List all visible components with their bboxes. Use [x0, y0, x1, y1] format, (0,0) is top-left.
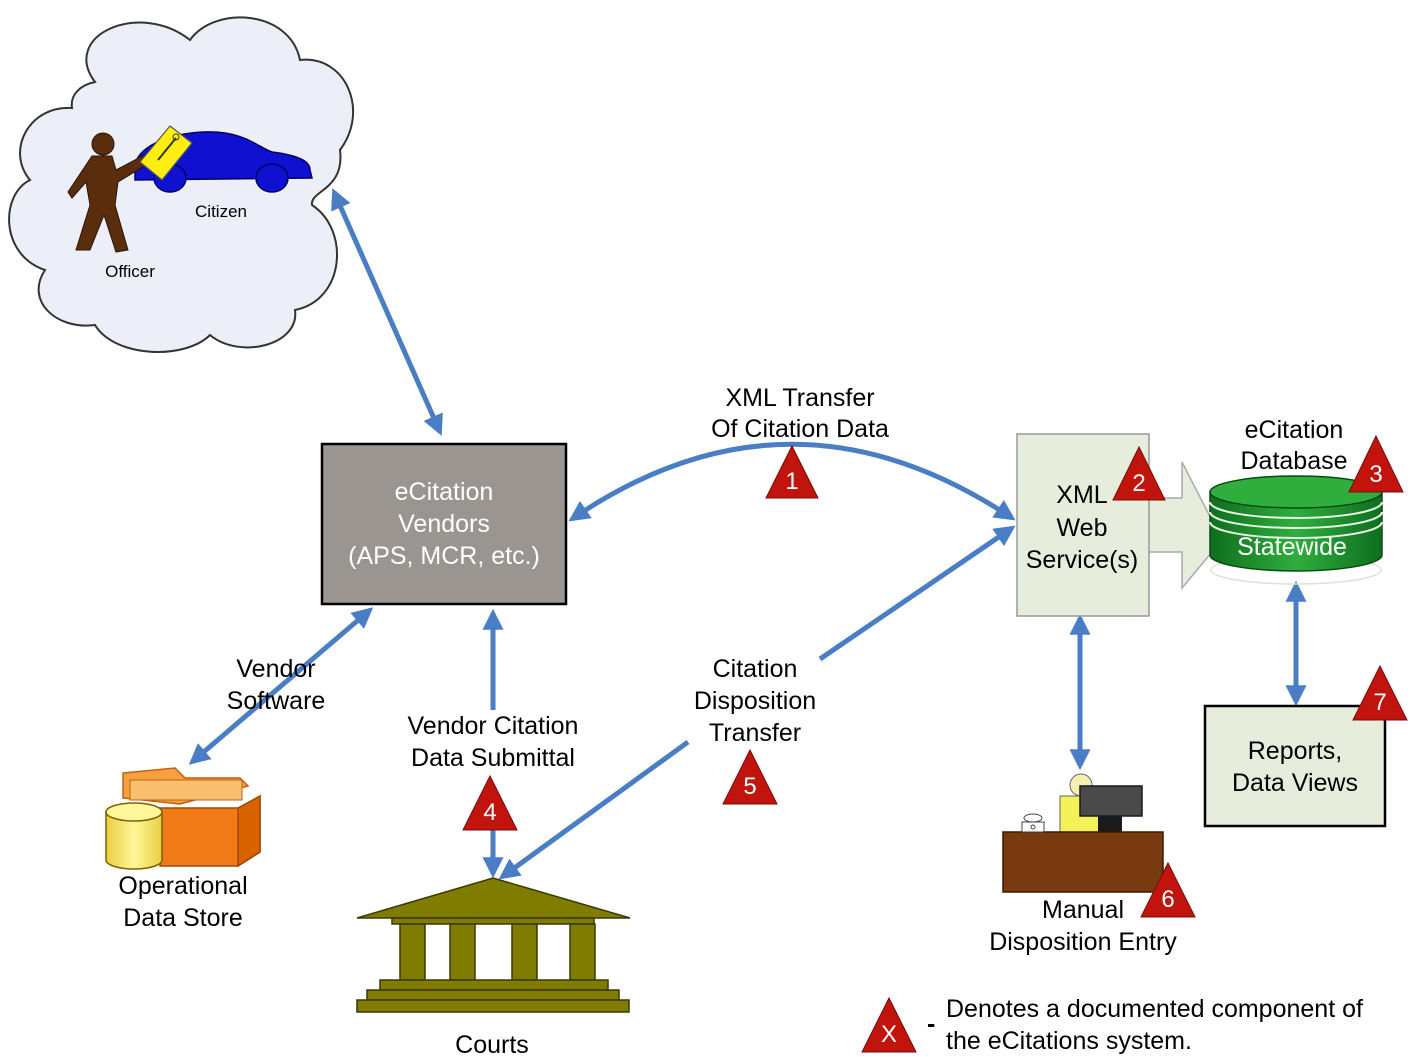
marker-1-label: 1	[785, 468, 798, 495]
manual-entry-label-line1: Manual	[1042, 896, 1124, 924]
marker-5-label: 5	[743, 773, 756, 800]
legend: X - Denotes a documented component of th…	[861, 995, 1363, 1055]
manual-entry-label-line2: Disposition Entry	[989, 928, 1177, 956]
marker-6-label: 6	[1161, 886, 1174, 913]
disposition-label-line1: Citation	[713, 655, 798, 683]
component-markers: 1 2 3 4 5 6 7	[462, 434, 1408, 918]
operational-data-store-icon	[105, 767, 261, 870]
arrow-xml-transfer	[568, 441, 1016, 522]
marker-3: 3	[1348, 434, 1404, 493]
vendors-box-line3: (APS, MCR, etc.)	[348, 542, 540, 570]
marker-3-label: 3	[1369, 461, 1382, 488]
web-service-line1: XML	[1056, 481, 1108, 509]
marker-1: 1	[765, 444, 819, 499]
ods-label-line1: Operational	[118, 872, 247, 900]
arrow-ods-vendors	[188, 607, 374, 765]
citation-ticket-icon	[139, 125, 193, 181]
vendors-box: eCitation Vendors (APS, MCR, etc.)	[320, 442, 568, 606]
arrow-cloud-vendors	[331, 188, 443, 436]
ods-label-line2: Data Store	[123, 904, 243, 932]
marker-4-label: 4	[483, 799, 496, 826]
legend-marker-icon	[861, 996, 917, 1053]
vendors-box-line1: eCitation	[395, 478, 494, 506]
officer-label: Officer	[105, 262, 155, 281]
arrow-disposition-to-service	[818, 525, 1016, 662]
legend-line1: Denotes a documented component of	[946, 995, 1363, 1023]
reports-box: Reports, Data Views	[1203, 704, 1387, 828]
xml-transfer-label-line1: XML Transfer	[725, 384, 874, 412]
database-title-line1: eCitation	[1245, 416, 1344, 444]
reports-box-line1: Reports,	[1248, 737, 1342, 765]
web-service-box: XML Web Service(s)	[1016, 433, 1223, 617]
arrow-disposition-to-courts	[498, 739, 690, 880]
legend-dash: -	[927, 1010, 935, 1038]
courts-label: Courts	[455, 1031, 529, 1057]
database-cylinder-label: Statewide	[1237, 533, 1347, 561]
vendor-software-label-line2: Software	[227, 687, 326, 715]
officer-icon	[67, 132, 155, 253]
legend-line2: the eCitations system.	[946, 1027, 1192, 1055]
web-service-line3: Service(s)	[1026, 546, 1139, 574]
marker-7-label: 7	[1373, 689, 1386, 716]
marker-5: 5	[722, 748, 778, 805]
arrows	[188, 188, 1307, 880]
xml-transfer-label-line2: Of Citation Data	[711, 415, 889, 443]
marker-2-label: 2	[1132, 470, 1145, 497]
marker-6: 6	[1140, 861, 1196, 918]
citizen-label: Citizen	[195, 202, 247, 221]
vendor-software-label-line1: Vendor	[236, 655, 315, 683]
database-cylinder-icon	[1209, 475, 1383, 572]
database-title-line2: Database	[1240, 447, 1347, 475]
marker-7: 7	[1352, 664, 1408, 721]
disposition-label-line3: Transfer	[709, 719, 801, 747]
reports-box-line2: Data Views	[1232, 769, 1358, 797]
ecitation-database: eCitation Database Statewide	[1209, 416, 1383, 585]
courts-building-icon	[356, 877, 631, 1013]
manual-entry-desk-icon	[1002, 773, 1164, 893]
vendor-citation-label-line1: Vendor Citation	[408, 712, 579, 740]
marker-4: 4	[462, 774, 518, 831]
vendor-citation-label-line2: Data Submittal	[411, 744, 575, 772]
marker-2: 2	[1112, 445, 1166, 501]
field-scene-cloud: Citizen Officer	[8, 16, 355, 353]
telephone-icon	[1021, 813, 1045, 833]
web-service-line2: Web	[1057, 514, 1108, 542]
legend-marker-symbol: X	[881, 1021, 897, 1048]
disposition-label-line2: Disposition	[694, 687, 816, 715]
vendors-box-line2: Vendors	[398, 510, 490, 538]
